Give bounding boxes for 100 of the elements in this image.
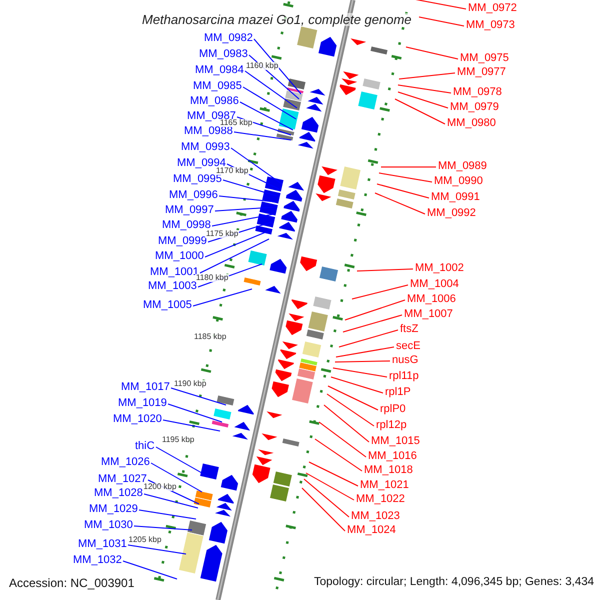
leader-line: [398, 84, 452, 94]
gene-label: MM_1006: [407, 294, 456, 304]
scale-tick-label: 1180 kbp: [195, 274, 230, 282]
gene-label: MM_1017: [121, 382, 170, 392]
leader-line: [306, 472, 354, 500]
leader-line: [240, 102, 294, 130]
leader-line: [128, 544, 186, 554]
gene-label: MM_0982: [204, 32, 253, 44]
leader-line: [328, 386, 378, 410]
leader-line: [204, 230, 272, 258]
gene-label: nusG: [392, 354, 418, 366]
gene-label: MM_1024: [347, 524, 396, 536]
leader-line: [218, 196, 276, 202]
leader-line: [134, 526, 192, 530]
scale-tick-label: 1200 kbp: [142, 483, 178, 491]
leader-line: [418, 16, 464, 26]
scale-tick-label: 1170 kbp: [215, 167, 250, 175]
gene-label: MM_0985: [193, 80, 242, 92]
gene-label: MM_1031: [78, 538, 127, 550]
gene-label: MM_0987: [187, 110, 236, 122]
leader-line: [356, 268, 414, 272]
genome-info-text: Topology: circular; Length: 4,096,345 bp; Genes: 3,434: [314, 576, 594, 588]
gene-label: secE: [396, 340, 420, 352]
scale-tick-label: 1195 kbp: [161, 436, 196, 444]
gene-label: MM_0993: [181, 142, 230, 152]
gene-label: MM_1005: [143, 300, 192, 310]
scale-tick-label: 1205 kbp: [128, 536, 162, 544]
leader-line: [200, 238, 270, 274]
gene-label: MM_1019: [118, 398, 167, 408]
gene-label: MM_0999: [158, 236, 207, 246]
leader-line: [380, 166, 436, 168]
gene-label: MM_0989: [438, 160, 487, 172]
gene-label: MM_1018: [364, 464, 413, 476]
gene-label: thiC: [135, 440, 155, 452]
leader-line: [192, 288, 252, 306]
gene-label: MM_0992: [427, 208, 476, 218]
leader-line: [308, 462, 358, 486]
leader-line: [376, 184, 430, 198]
leader-line: [150, 462, 202, 492]
leader-line: [254, 38, 302, 94]
leader-line: [394, 98, 446, 124]
gene-label: ftsZ: [400, 324, 418, 334]
leader-line: [398, 72, 456, 80]
gene-label: MM_1020: [113, 414, 162, 424]
gene-label: MM_1026: [101, 456, 150, 468]
gene-label: MM_1004: [410, 278, 459, 290]
gene-label: MM_0975: [460, 52, 509, 64]
leader-line: [332, 368, 388, 378]
gene-label: MM_0997: [165, 204, 214, 216]
leader-line: [338, 330, 398, 348]
gene-label: MM_1015: [371, 436, 420, 446]
gene-label: MM_1003: [148, 280, 197, 292]
leader-line: [234, 132, 292, 140]
gene-label: MM_0978: [453, 86, 502, 98]
leader-line: [378, 172, 432, 182]
leader-line: [336, 346, 394, 358]
gene-label: MM_0984: [195, 64, 244, 76]
scale-tick-label: 1165 kbp: [219, 119, 254, 127]
gene-label: MM_0972: [468, 2, 517, 14]
gene-label: MM_1021: [360, 480, 409, 490]
gene-label: MM_0977: [457, 66, 506, 78]
gene-label: MM_1029: [89, 504, 138, 514]
gene-label: MM_0994: [177, 158, 226, 168]
gene-label: MM_0998: [162, 220, 211, 230]
title: Methanosarcina mazei Go1, complete genome: [142, 12, 412, 26]
gene-label: MM_0973: [466, 20, 515, 30]
gene-label: MM_1000: [155, 250, 204, 262]
leader-line: [304, 478, 350, 518]
gene-label: rplP0: [380, 404, 406, 414]
gene-label: MM_1028: [94, 488, 143, 498]
gene-label: MM_0979: [450, 102, 499, 112]
leader-line: [212, 214, 274, 226]
leader-line: [222, 180, 278, 196]
gene-label: MM_0995: [173, 174, 222, 184]
gene-label: MM_1022: [356, 494, 405, 504]
leader-line: [342, 314, 402, 332]
leader-line: [170, 388, 226, 406]
scale-tick-label: 1185 kbp: [193, 333, 228, 341]
leader-line: [244, 70, 298, 108]
leader-line: [374, 192, 426, 214]
leader-line: [302, 488, 346, 532]
gene-label: MM_1007: [404, 308, 453, 320]
leader-line: [330, 376, 384, 394]
gene-label: MM_0983: [199, 48, 248, 60]
leader-line: [344, 300, 406, 320]
gene-label: MM_1023: [351, 510, 400, 522]
leader-line: [318, 422, 366, 458]
accession-text: Accession: NC_003901: [9, 576, 134, 588]
gene-label: MM_0988: [184, 126, 233, 136]
leader-line: [398, 92, 448, 108]
gene-label: MM_1032: [73, 554, 122, 566]
leader-line: [314, 438, 362, 472]
gene-label: MM_0996: [169, 190, 218, 200]
leader-line: [138, 510, 196, 520]
leader-line: [162, 420, 220, 432]
leader-line: [230, 148, 282, 184]
gene-label: MM_0990: [434, 176, 483, 186]
gene-label: MM_0991: [431, 192, 480, 202]
gene-label: rpl12p: [376, 420, 407, 430]
leader-line: [334, 360, 390, 362]
